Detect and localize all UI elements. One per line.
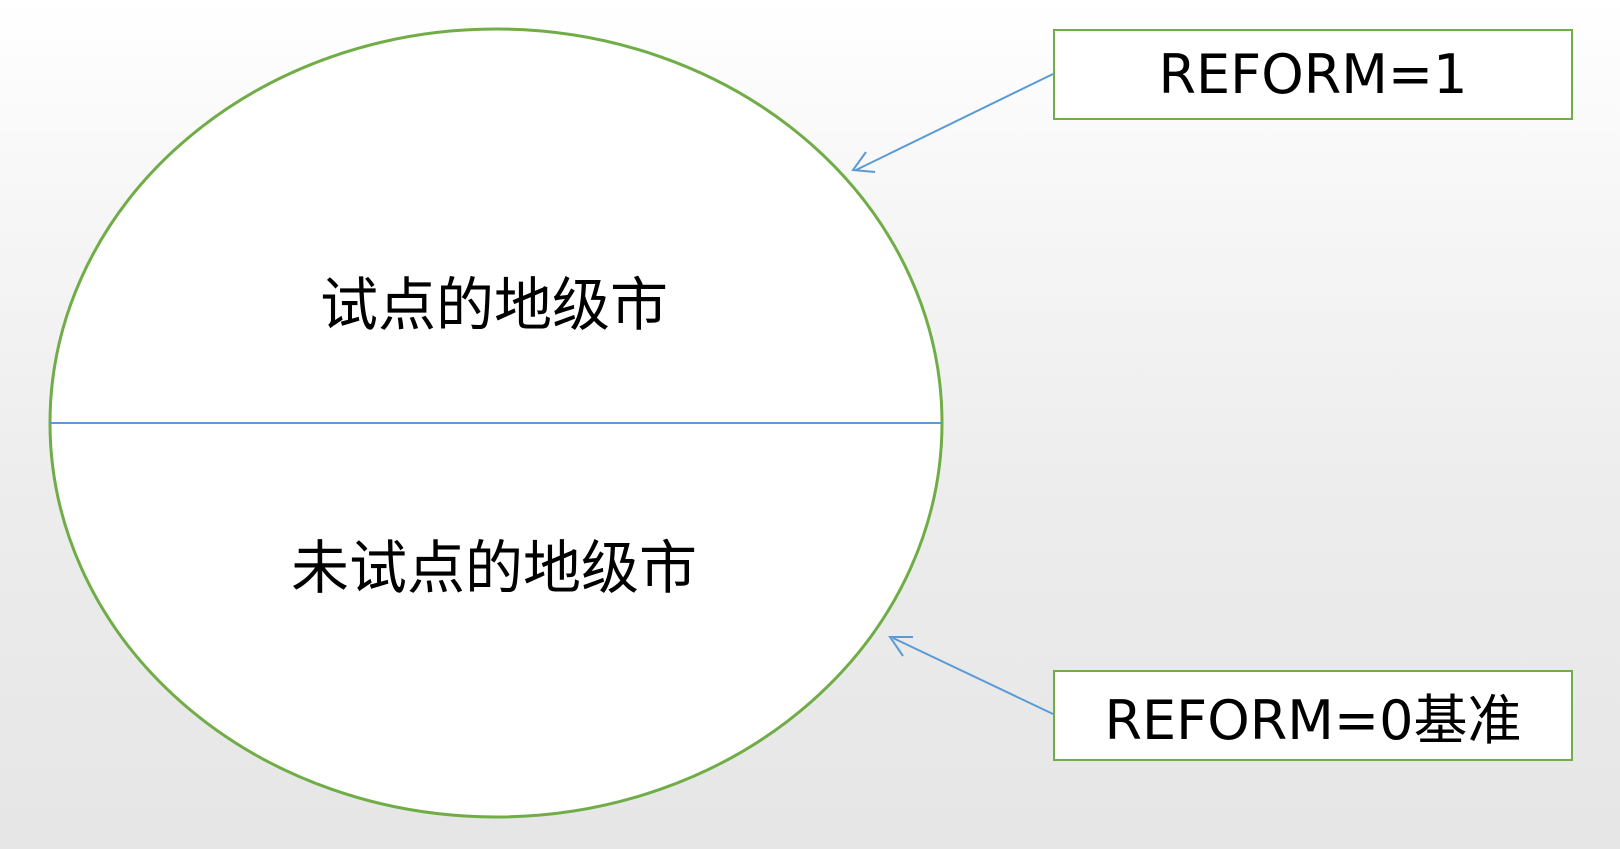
arrow-top-head bbox=[851, 151, 876, 173]
reform-0-callout: REFORM=0基准 bbox=[1053, 670, 1573, 761]
reform-1-text: REFORM=1 bbox=[1158, 43, 1468, 106]
arrow-bottom-shaft bbox=[892, 637, 1054, 715]
reform-1-callout: REFORM=1 bbox=[1053, 29, 1573, 120]
arrow-top-shaft bbox=[855, 73, 1054, 171]
arrow-bottom-head bbox=[888, 636, 913, 657]
treated-region-label: 试点的地级市 bbox=[319, 271, 669, 339]
reform-0-text: REFORM=0基准 bbox=[1104, 689, 1522, 752]
control-region-label: 未试点的地级市 bbox=[290, 534, 698, 602]
